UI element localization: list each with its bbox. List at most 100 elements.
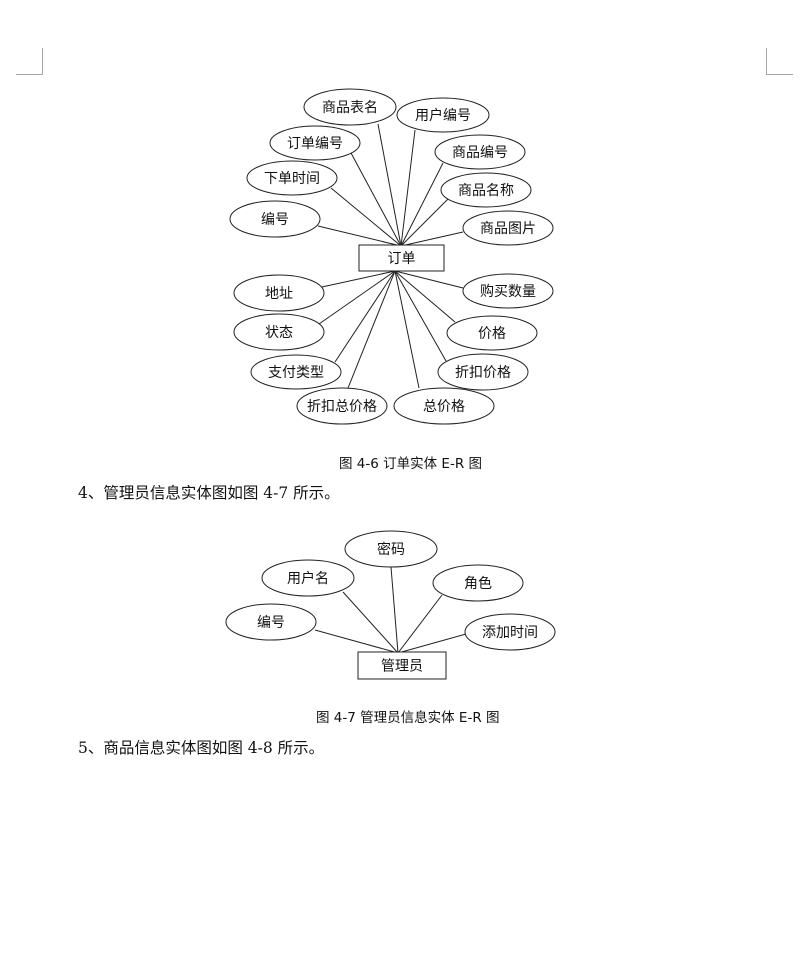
attribute-node: 折扣总价格 (296, 387, 388, 425)
connector-line (377, 123, 402, 247)
paragraph-goods-intro: 5、商品信息实体图如图 4-8 所示。 (78, 739, 325, 757)
attribute-node: 用户名 (261, 559, 355, 597)
attribute-ellipse (396, 97, 490, 133)
attribute-node: 用户编号 (396, 97, 490, 133)
connector-line (400, 129, 416, 247)
connector-line (400, 231, 464, 247)
connector-lines (314, 566, 467, 654)
attribute-node: 密码 (344, 530, 438, 568)
attribute-ellipse (344, 530, 438, 568)
attribute-node: 状态 (233, 313, 325, 351)
attribute-ellipse (269, 125, 361, 161)
attribute-node: 订单编号 (269, 125, 361, 161)
entity-box (357, 651, 447, 680)
attribute-node: 编号 (229, 200, 321, 238)
attribute-ellipse (261, 559, 355, 597)
attribute-ellipse (446, 315, 538, 351)
connector-line (330, 187, 402, 247)
attribute-ellipse (296, 387, 388, 425)
attribute-ellipse (432, 564, 524, 602)
attribute-label: 价格 (478, 326, 506, 342)
connector-line (390, 566, 399, 654)
attribute-label: 商品图片 (480, 221, 536, 237)
attribute-node: 角色 (432, 564, 524, 602)
attribute-label: 折扣价格 (455, 365, 511, 381)
attribute-node: 地址 (233, 274, 325, 312)
attribute-label: 状态 (265, 325, 293, 341)
attribute-ellipse (229, 200, 321, 238)
page-corner-mark-top-left (16, 48, 43, 75)
attribute-ellipse (393, 387, 495, 425)
attribute-ellipse (233, 313, 325, 351)
connector-line (400, 162, 444, 247)
attribute-label: 总价格 (423, 399, 465, 415)
attribute-ellipse (250, 354, 342, 390)
attribute-label: 订单编号 (287, 136, 343, 152)
attribute-node: 商品编号 (434, 134, 526, 170)
attribute-label: 商品名称 (458, 183, 514, 199)
attribute-ellipse (225, 603, 317, 641)
attribute-label: 商品编号 (452, 145, 508, 161)
entity-node: 订单 (358, 244, 445, 272)
connector-line (394, 270, 456, 323)
attribute-label: 折扣总价格 (307, 399, 377, 415)
order-figure-caption: 图 4-6 订单实体 E-R 图 (339, 456, 482, 472)
connector-line (317, 225, 402, 247)
connector-line (342, 591, 399, 654)
connector-line (400, 198, 449, 247)
attribute-node: 商品表名 (303, 88, 397, 126)
attribute-ellipse (437, 353, 529, 391)
attribute-ellipse (233, 274, 325, 312)
attribute-ellipse (440, 172, 532, 208)
connector-line (350, 152, 402, 247)
admin-figure-caption: 图 4-7 管理员信息实体 E-R 图 (316, 710, 500, 726)
attribute-label: 地址 (265, 286, 293, 302)
connector-line (394, 270, 464, 289)
connector-line (397, 594, 443, 654)
attribute-node: 编号 (225, 603, 317, 641)
connector-line (394, 270, 447, 362)
attribute-label: 支付类型 (268, 365, 324, 381)
connector-line (347, 270, 396, 389)
connector-line (397, 633, 467, 654)
attribute-ellipse (462, 273, 554, 309)
attribute-ellipse (434, 134, 526, 170)
attribute-ellipse (246, 160, 338, 196)
connector-lines (317, 123, 464, 389)
attribute-label: 商品表名 (322, 100, 378, 116)
paragraph-admin-intro: 4、管理员信息实体图如图 4-7 所示。 (78, 484, 340, 502)
entity-node: 管理员 (357, 651, 447, 680)
page-corner-mark-top-right (766, 48, 793, 75)
attribute-label: 编号 (257, 615, 285, 631)
attribute-label: 添加时间 (482, 625, 538, 641)
attribute-node: 商品图片 (462, 210, 554, 246)
entity-box (358, 244, 445, 272)
attribute-label: 密码 (377, 541, 405, 558)
attribute-group: 编号 下单时间 订单编号 商品表名 用户编号商品编号商品名称商品图片购买数量价格折扣价格… (229, 88, 554, 425)
attribute-label: 编号 (261, 212, 289, 228)
connector-line (321, 270, 396, 288)
attribute-node: 总价格 (393, 387, 495, 425)
attribute-node: 添加时间 (464, 613, 556, 651)
attribute-node: 价格 (446, 315, 538, 351)
attribute-label: 角色 (464, 575, 492, 592)
attribute-node: 商品名称 (440, 172, 532, 208)
entity-label: 管理员 (381, 659, 423, 675)
attribute-node: 购买数量 (462, 273, 554, 309)
attribute-label: 下单时间 (264, 171, 320, 187)
attribute-ellipse (303, 88, 397, 126)
connector-line (334, 270, 396, 363)
connector-line (318, 270, 396, 325)
attribute-node: 下单时间 (246, 160, 338, 196)
attribute-node: 折扣价格 (437, 353, 529, 391)
attribute-ellipse (462, 210, 554, 246)
attribute-label: 用户编号 (415, 107, 471, 124)
attribute-ellipse (464, 613, 556, 651)
connector-line (394, 270, 420, 389)
entity-label: 订单 (388, 251, 416, 267)
attribute-label: 用户名 (287, 570, 329, 587)
connector-line (314, 629, 399, 654)
